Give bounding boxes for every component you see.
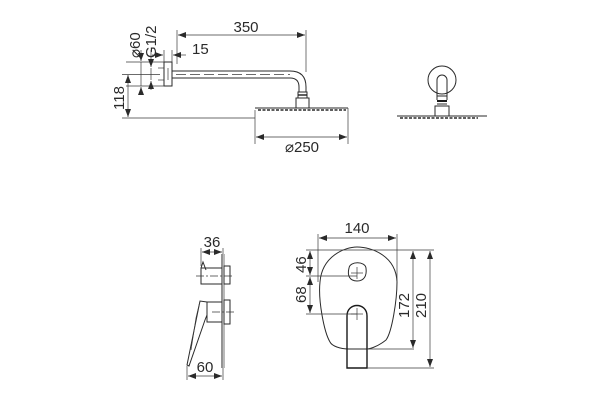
dim-head-diameter: ⌀250 — [285, 139, 319, 156]
dim-wall-offset: 15 — [192, 41, 209, 58]
cover-plate — [319, 246, 398, 350]
arm-front — [436, 74, 448, 100]
wall-flange-front — [427, 65, 457, 95]
mixer-side-view: 36 60 — [186, 234, 236, 380]
dim-arm-length: 350 — [233, 19, 258, 36]
dim-thread-size: G1/2 — [143, 25, 160, 58]
dim-handle-offset: 68 — [293, 286, 310, 303]
dim-plate-width: 140 — [344, 220, 369, 237]
shower-head-front-view — [397, 65, 487, 119]
shower-arm-bottom — [172, 77, 300, 92]
dim-diverter-offset: 46 — [293, 256, 310, 273]
shower-arm-side-view: 350 15 ⌀60 G1/2 118 ⌀250 — [111, 19, 349, 156]
lever-handle-side — [186, 300, 208, 367]
dim-height: 118 — [111, 86, 128, 110]
wall-flange — [163, 61, 173, 87]
mixer-front-view: 140 46 68 172 210 — [293, 220, 434, 369]
dim-flange-diameter: ⌀60 — [127, 32, 144, 58]
dim-plate-height: 172 — [396, 293, 413, 318]
dim-diverter-depth: 36 — [204, 234, 221, 251]
dim-overall-height: 210 — [413, 293, 430, 318]
lever-handle — [346, 304, 368, 369]
diverter-knob — [347, 262, 367, 282]
dim-handle-depth: 60 — [197, 359, 214, 376]
connector-front — [434, 105, 450, 117]
shower-arm-top — [172, 70, 307, 92]
head-connector — [295, 97, 310, 109]
